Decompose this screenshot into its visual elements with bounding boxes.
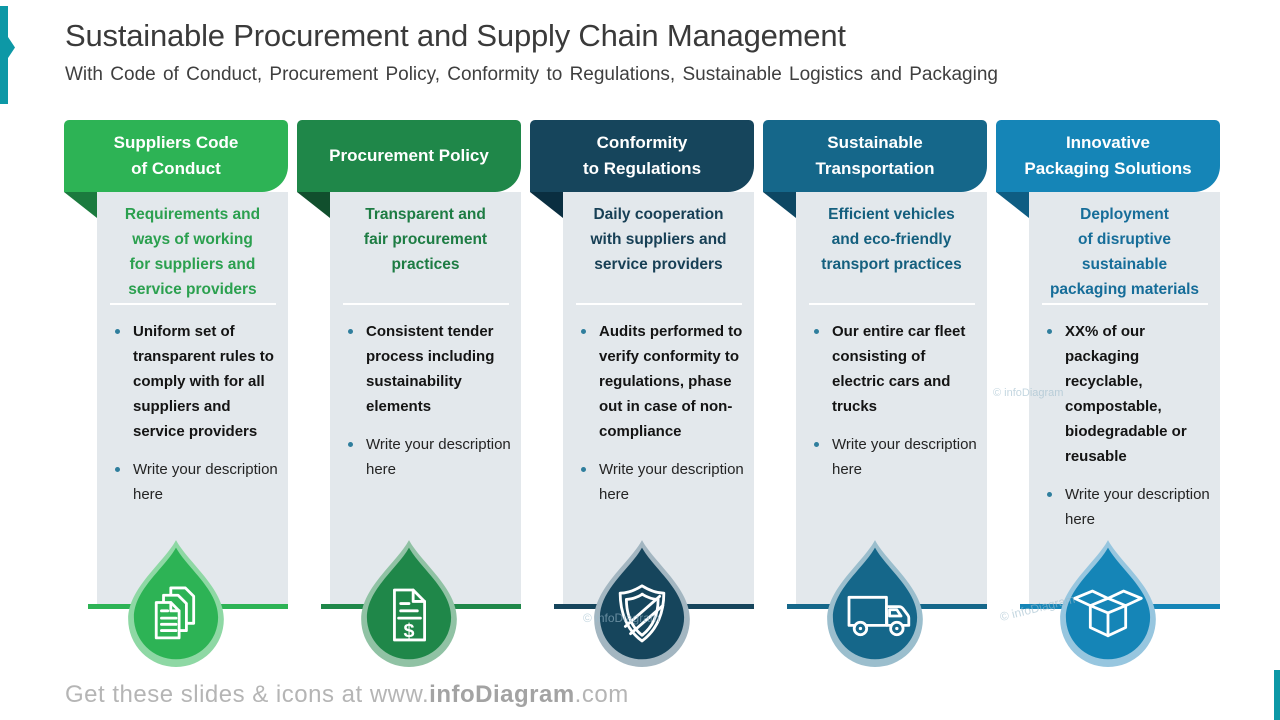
column-subtitle: Transparent and fair procurement practic… bbox=[363, 206, 488, 273]
column-panel: Deployment of disruptive sustainable pac… bbox=[1029, 192, 1220, 607]
page-subtitle: With Code of Conduct, Procurement Policy… bbox=[65, 64, 998, 85]
divider bbox=[808, 303, 975, 305]
footer-credit: Get these slides & icons at www.infoDiag… bbox=[65, 681, 629, 709]
documents-icon bbox=[128, 540, 224, 667]
column-panel: Efficient vehicles and eco-friendly tran… bbox=[796, 192, 987, 607]
column-panel: Requirements and ways of working for sup… bbox=[97, 192, 288, 607]
divider bbox=[342, 303, 509, 305]
invoice-icon: $ bbox=[361, 540, 457, 667]
column-panel: Transparent and fair procurement practic… bbox=[330, 192, 521, 607]
footer-suffix: .com bbox=[574, 681, 629, 708]
column-subtitle: Efficient vehicles and eco-friendly tran… bbox=[821, 206, 962, 273]
column-subtitle: Requirements and ways of working for sup… bbox=[124, 206, 261, 298]
bullet-list: XX% of our packaging recyclable, compost… bbox=[1029, 315, 1220, 532]
divider bbox=[109, 303, 276, 305]
bullet-item: Consistent tender process including sust… bbox=[348, 319, 511, 419]
bullet-list: Our entire car fleet consisting of elect… bbox=[796, 315, 987, 482]
box-icon bbox=[1060, 540, 1156, 667]
header-fold bbox=[530, 192, 563, 218]
column-innovative-packaging-solutions: Innovative Packaging Solutions Deploymen… bbox=[996, 120, 1220, 680]
truck-icon bbox=[827, 540, 923, 667]
header-fold bbox=[763, 192, 796, 218]
divider bbox=[575, 303, 742, 305]
accent-arrow-icon bbox=[0, 6, 15, 104]
column-subtitle: Deployment of disruptive sustainable pac… bbox=[1049, 206, 1200, 298]
column-header: Procurement Policy bbox=[297, 120, 521, 192]
column-header: Conformity to Regulations bbox=[530, 120, 754, 192]
shield-icon bbox=[594, 540, 690, 667]
column-suppliers-code-of-conduct: Suppliers Code of Conduct Requirements a… bbox=[64, 120, 288, 680]
slide-accent-corner bbox=[1274, 670, 1280, 720]
column-panel: Daily cooperation with suppliers and ser… bbox=[563, 192, 754, 607]
column-header: Sustainable Transportation bbox=[763, 120, 987, 192]
bullet-list: Audits performed to verify conformity to… bbox=[563, 315, 754, 507]
svg-text:$: $ bbox=[404, 620, 415, 642]
bullet-item: Write your description here bbox=[115, 457, 278, 507]
bullet-item: Our entire car fleet consisting of elect… bbox=[814, 319, 977, 419]
column-subtitle: Daily cooperation with suppliers and ser… bbox=[590, 206, 727, 273]
header-fold bbox=[64, 192, 97, 218]
bullet-item: Write your description here bbox=[348, 432, 511, 482]
bullet-item: Write your description here bbox=[1047, 482, 1210, 532]
bullet-item: Uniform set of transparent rules to comp… bbox=[115, 319, 278, 444]
bullet-item: Write your description here bbox=[581, 457, 744, 507]
slide-accent-bar bbox=[0, 6, 15, 104]
footer-brand: infoDiagram bbox=[429, 681, 575, 708]
bullet-list: Consistent tender process including sust… bbox=[330, 315, 521, 482]
page-title: Sustainable Procurement and Supply Chain… bbox=[65, 18, 846, 53]
header-fold bbox=[996, 192, 1029, 218]
bullet-item: Write your description here bbox=[814, 432, 977, 482]
column-conformity-to-regulations: Conformity to Regulations Daily cooperat… bbox=[530, 120, 754, 680]
bullet-list: Uniform set of transparent rules to comp… bbox=[97, 315, 288, 507]
bullet-item: Audits performed to verify conformity to… bbox=[581, 319, 744, 444]
footer-prefix: Get these slides & icons at www. bbox=[65, 681, 430, 708]
column-header: Innovative Packaging Solutions bbox=[996, 120, 1220, 192]
column-header: Suppliers Code of Conduct bbox=[64, 120, 288, 192]
header-fold bbox=[297, 192, 330, 218]
bullet-item: XX% of our packaging recyclable, compost… bbox=[1047, 319, 1210, 469]
divider bbox=[1041, 303, 1208, 305]
column-procurement-policy: Procurement Policy Transparent and fair … bbox=[297, 120, 521, 680]
column-sustainable-transportation: Sustainable Transportation Efficient veh… bbox=[763, 120, 987, 680]
